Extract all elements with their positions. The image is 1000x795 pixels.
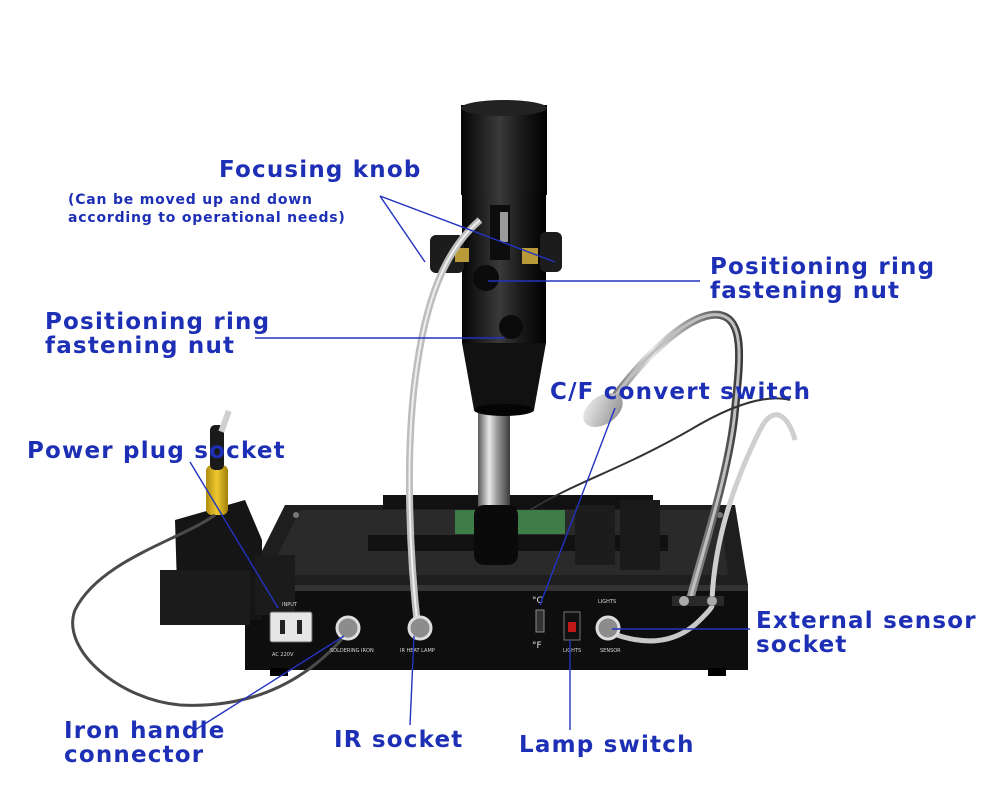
power-socket xyxy=(269,611,313,643)
ir-head xyxy=(430,100,562,416)
positioning-ring-left-line2: fastening nut xyxy=(45,333,236,359)
panel-sensor: SENSOR xyxy=(600,648,621,654)
panel-input: INPUT xyxy=(282,602,298,608)
iron-connector xyxy=(335,615,361,641)
panel-celsius: °C xyxy=(532,596,543,606)
iron-holder xyxy=(160,410,295,625)
panel-lights-bottom: LIGHTS xyxy=(563,648,581,654)
panel-text: INPUT AC 220V SOLDERING IRON IR HEAT LAM… xyxy=(272,599,621,658)
cf-switch xyxy=(535,609,545,633)
sensor-connector xyxy=(595,615,621,641)
panel-temp-units: °C °F xyxy=(532,596,543,651)
panel-soldering-iron: SOLDERING IRON xyxy=(330,648,374,654)
iron-cable xyxy=(71,513,350,707)
ir-connector xyxy=(407,615,433,641)
panel-ac: AC 220V xyxy=(272,652,294,658)
external-sensor-line2: socket xyxy=(756,632,848,658)
panel-fahrenheit: °F xyxy=(532,641,542,651)
positioning-ring-left-line1: Positioning ring xyxy=(45,309,271,335)
focusing-note-line1: (Can be moved up and down xyxy=(68,192,313,208)
positioning-ring-right-line2: fastening nut xyxy=(710,278,901,304)
ir-socket-label: IR socket xyxy=(334,727,464,753)
lamp-switch-label: Lamp switch xyxy=(519,732,695,758)
panel-ir-heat-lamp: IR HEAT LAMP xyxy=(400,648,435,654)
positioning-ring-right-line1: Positioning ring xyxy=(710,254,936,280)
cf-convert-switch-label: C/F convert switch xyxy=(550,379,812,405)
panel-lights-top: LIGHTS xyxy=(598,599,616,605)
iron-handle-line2: connector xyxy=(64,742,205,768)
power-plug-socket-label: Power plug socket xyxy=(27,438,286,464)
focusing-knob-label: Focusing knob xyxy=(219,157,422,183)
lamp-arm xyxy=(583,310,744,601)
focusing-note-line2: according to operational needs) xyxy=(68,210,346,226)
leader-lines xyxy=(189,195,750,731)
rear-panel xyxy=(269,596,724,643)
iron-handle-line1: Iron handle xyxy=(64,718,226,744)
external-sensor-line1: External sensor xyxy=(756,608,977,634)
